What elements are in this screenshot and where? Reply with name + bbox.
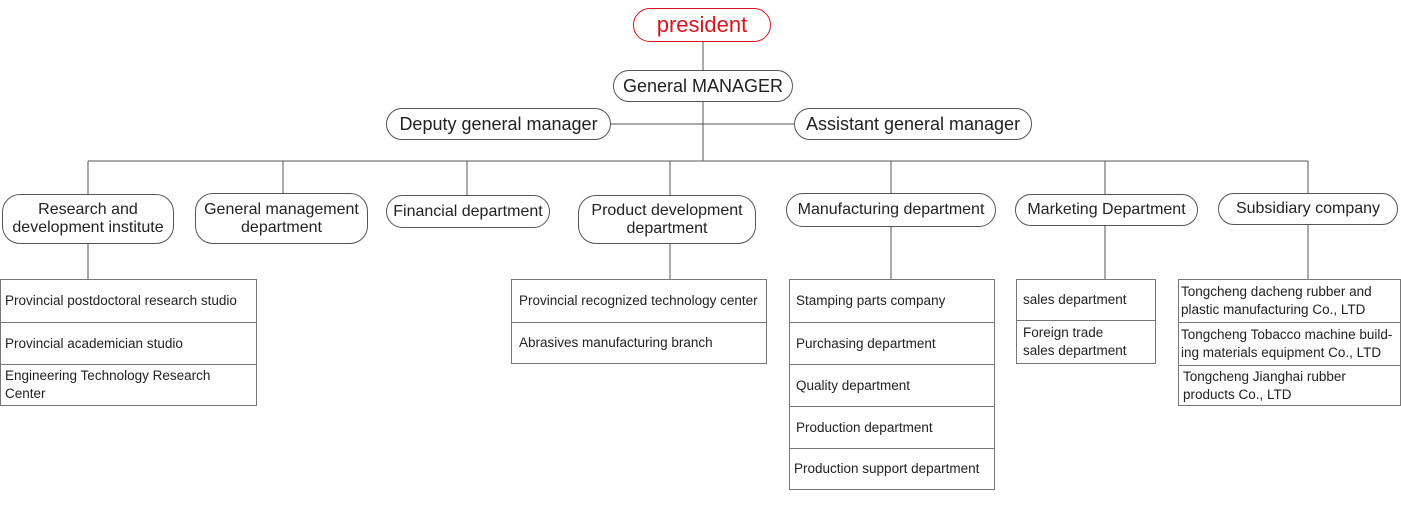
list-item: Abrasives manufacturing branch	[512, 322, 766, 363]
assistant-general-manager-node: Assistant general manager	[794, 108, 1032, 140]
dept-product-development: Product development department	[578, 195, 756, 244]
dept-subsidiary: Subsidiary company	[1218, 193, 1398, 225]
subsidiaries-list: Tongcheng dacheng rubber and plastic man…	[1178, 279, 1401, 406]
list-item: Production support department	[790, 448, 994, 489]
list-item: Engineering Technology Research Center	[1, 364, 256, 405]
research-units-list: Provincial postdoctoral research studio …	[0, 279, 257, 406]
list-item: Stamping parts company	[796, 293, 946, 309]
manufacturing-units-list: Stamping parts company Purchasing depart…	[789, 279, 995, 490]
marketing-units-list: sales department Foreign trade sales dep…	[1016, 279, 1156, 364]
list-item: sales department	[1023, 292, 1127, 308]
list-item: Tongcheng Tobacco machine build- ing mat…	[1179, 322, 1400, 365]
dept-marketing: Marketing Department	[1015, 194, 1198, 226]
list-item: Quality department	[790, 364, 994, 406]
list-item: Provincial academician studio	[1, 322, 256, 364]
president-node: president	[633, 8, 771, 42]
list-item: Provincial recognized technology center	[519, 293, 758, 309]
dept-general-management: General management department	[195, 193, 368, 244]
dept-manufacturing: Manufacturing department	[786, 193, 996, 227]
general-manager-node: General MANAGER	[613, 70, 793, 102]
list-item: Tongcheng dacheng rubber and plastic man…	[1181, 284, 1372, 317]
dept-research-institute: Research and development institute	[2, 194, 174, 244]
list-item: Production department	[790, 406, 994, 448]
list-item: Provincial postdoctoral research studio	[5, 293, 237, 309]
dept-financial: Financial department	[386, 195, 550, 228]
list-item: Foreign trade sales department	[1017, 320, 1155, 363]
list-item: Tongcheng Jianghai rubber products Co., …	[1179, 365, 1400, 405]
deputy-general-manager-node: Deputy general manager	[386, 108, 611, 140]
list-item: Purchasing department	[790, 322, 994, 364]
product-dev-units-list: Provincial recognized technology center …	[511, 279, 767, 364]
